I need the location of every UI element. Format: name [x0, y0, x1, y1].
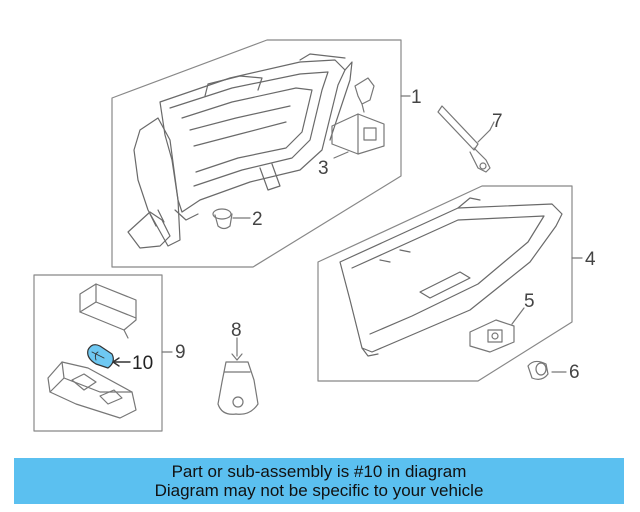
panel-part-4 — [317, 185, 583, 382]
callout-label-4: 4 — [585, 249, 596, 270]
callout-label-8: 8 — [231, 320, 242, 341]
callout-label-7: 7 — [492, 111, 503, 132]
latch-part-3-drawing — [331, 113, 385, 159]
bulb-part-10-drawing — [87, 344, 131, 369]
callout-label-2: 2 — [252, 209, 263, 230]
callout-label-6: 6 — [569, 362, 580, 383]
lamp-housing-drawing — [47, 361, 137, 419]
panel-part-9 — [33, 274, 173, 432]
clip-part-2-drawing — [212, 208, 251, 230]
callout-label-3: 3 — [318, 158, 329, 179]
caption-banner: Part or sub-assembly is #10 in diagram D… — [14, 458, 624, 504]
bumper-part-6-drawing — [527, 360, 567, 380]
glove-box-door-drawing — [339, 197, 563, 357]
panel-part-1 — [111, 39, 411, 268]
callout-label-9: 9 — [175, 342, 186, 363]
lamp-cover-drawing — [79, 283, 137, 339]
hinge-part-8-drawing — [217, 337, 259, 415]
callout-label-10: 10 — [132, 353, 153, 374]
callout-label-5: 5 — [524, 291, 535, 312]
caption-line-1: Part or sub-assembly is #10 in diagram — [171, 462, 467, 481]
lock-part-5-drawing — [469, 307, 525, 353]
damper-part-7-drawing — [437, 105, 495, 173]
bracket-drawing — [354, 77, 375, 113]
glove-box-frame-drawing — [127, 53, 353, 249]
caption-line-2: Diagram may not be specific to your vehi… — [154, 481, 484, 500]
callout-label-1: 1 — [411, 87, 422, 108]
